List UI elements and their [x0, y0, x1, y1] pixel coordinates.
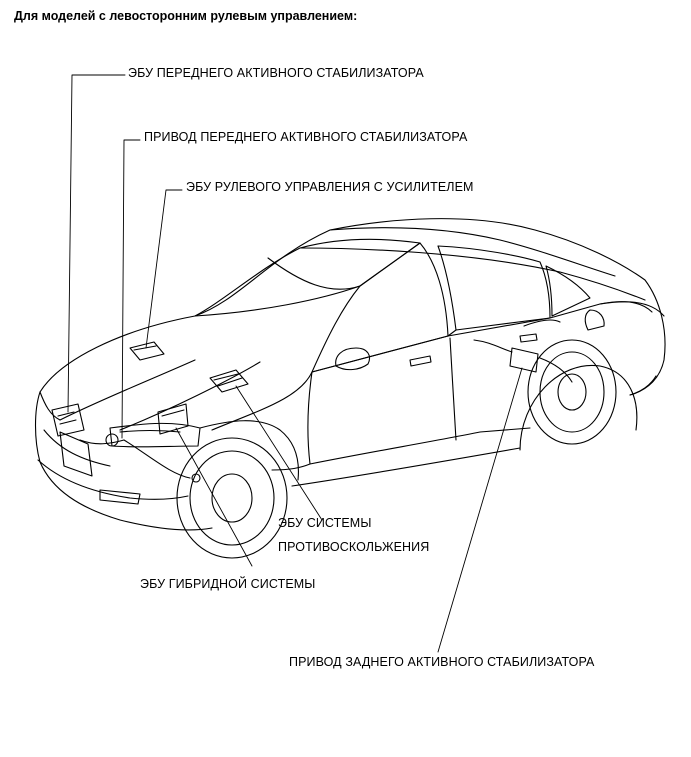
label-front-stabilizer-actuator: ПРИВОД ПЕРЕДНЕГО АКТИВНОГО СТАБИЛИЗАТОРА — [144, 130, 468, 144]
eps-ecu-part — [129, 341, 165, 361]
page-heading: Для моделей с левосторонним рулевым упра… — [14, 9, 358, 23]
hybrid-ecu-part — [157, 403, 189, 435]
label-eps-ecu: ЭБУ РУЛЕВОГО УПРАВЛЕНИЯ С УСИЛИТЕЛЕМ — [186, 180, 474, 194]
leader-lines — [67, 74, 523, 653]
label-skid-control-ecu-line2: ПРОТИВОСКОЛЬЖЕНИЯ — [278, 540, 430, 554]
label-front-stabilizer-ecu: ЭБУ ПЕРЕДНЕГО АКТИВНОГО СТАБИЛИЗАТОРА — [128, 66, 424, 80]
rear-stabilizer-actuator-part — [473, 319, 573, 383]
label-rear-stabilizer-actuator: ПРИВОД ЗАДНЕГО АКТИВНОГО СТАБИЛИЗАТОРА — [289, 655, 595, 669]
front-stabilizer-actuator-part — [79, 433, 201, 483]
front-stabilizer-ecu-part — [51, 403, 85, 437]
front-wheel — [176, 437, 288, 559]
label-hybrid-ecu: ЭБУ ГИБРИДНОЙ СИСТЕМЫ — [140, 577, 316, 591]
label-skid-control-ecu-line1: ЭБУ СИСТЕМЫ — [278, 516, 372, 530]
rear-wheel — [527, 339, 617, 445]
skid-control-ecu-part — [209, 369, 249, 393]
car-body — [35, 218, 666, 531]
